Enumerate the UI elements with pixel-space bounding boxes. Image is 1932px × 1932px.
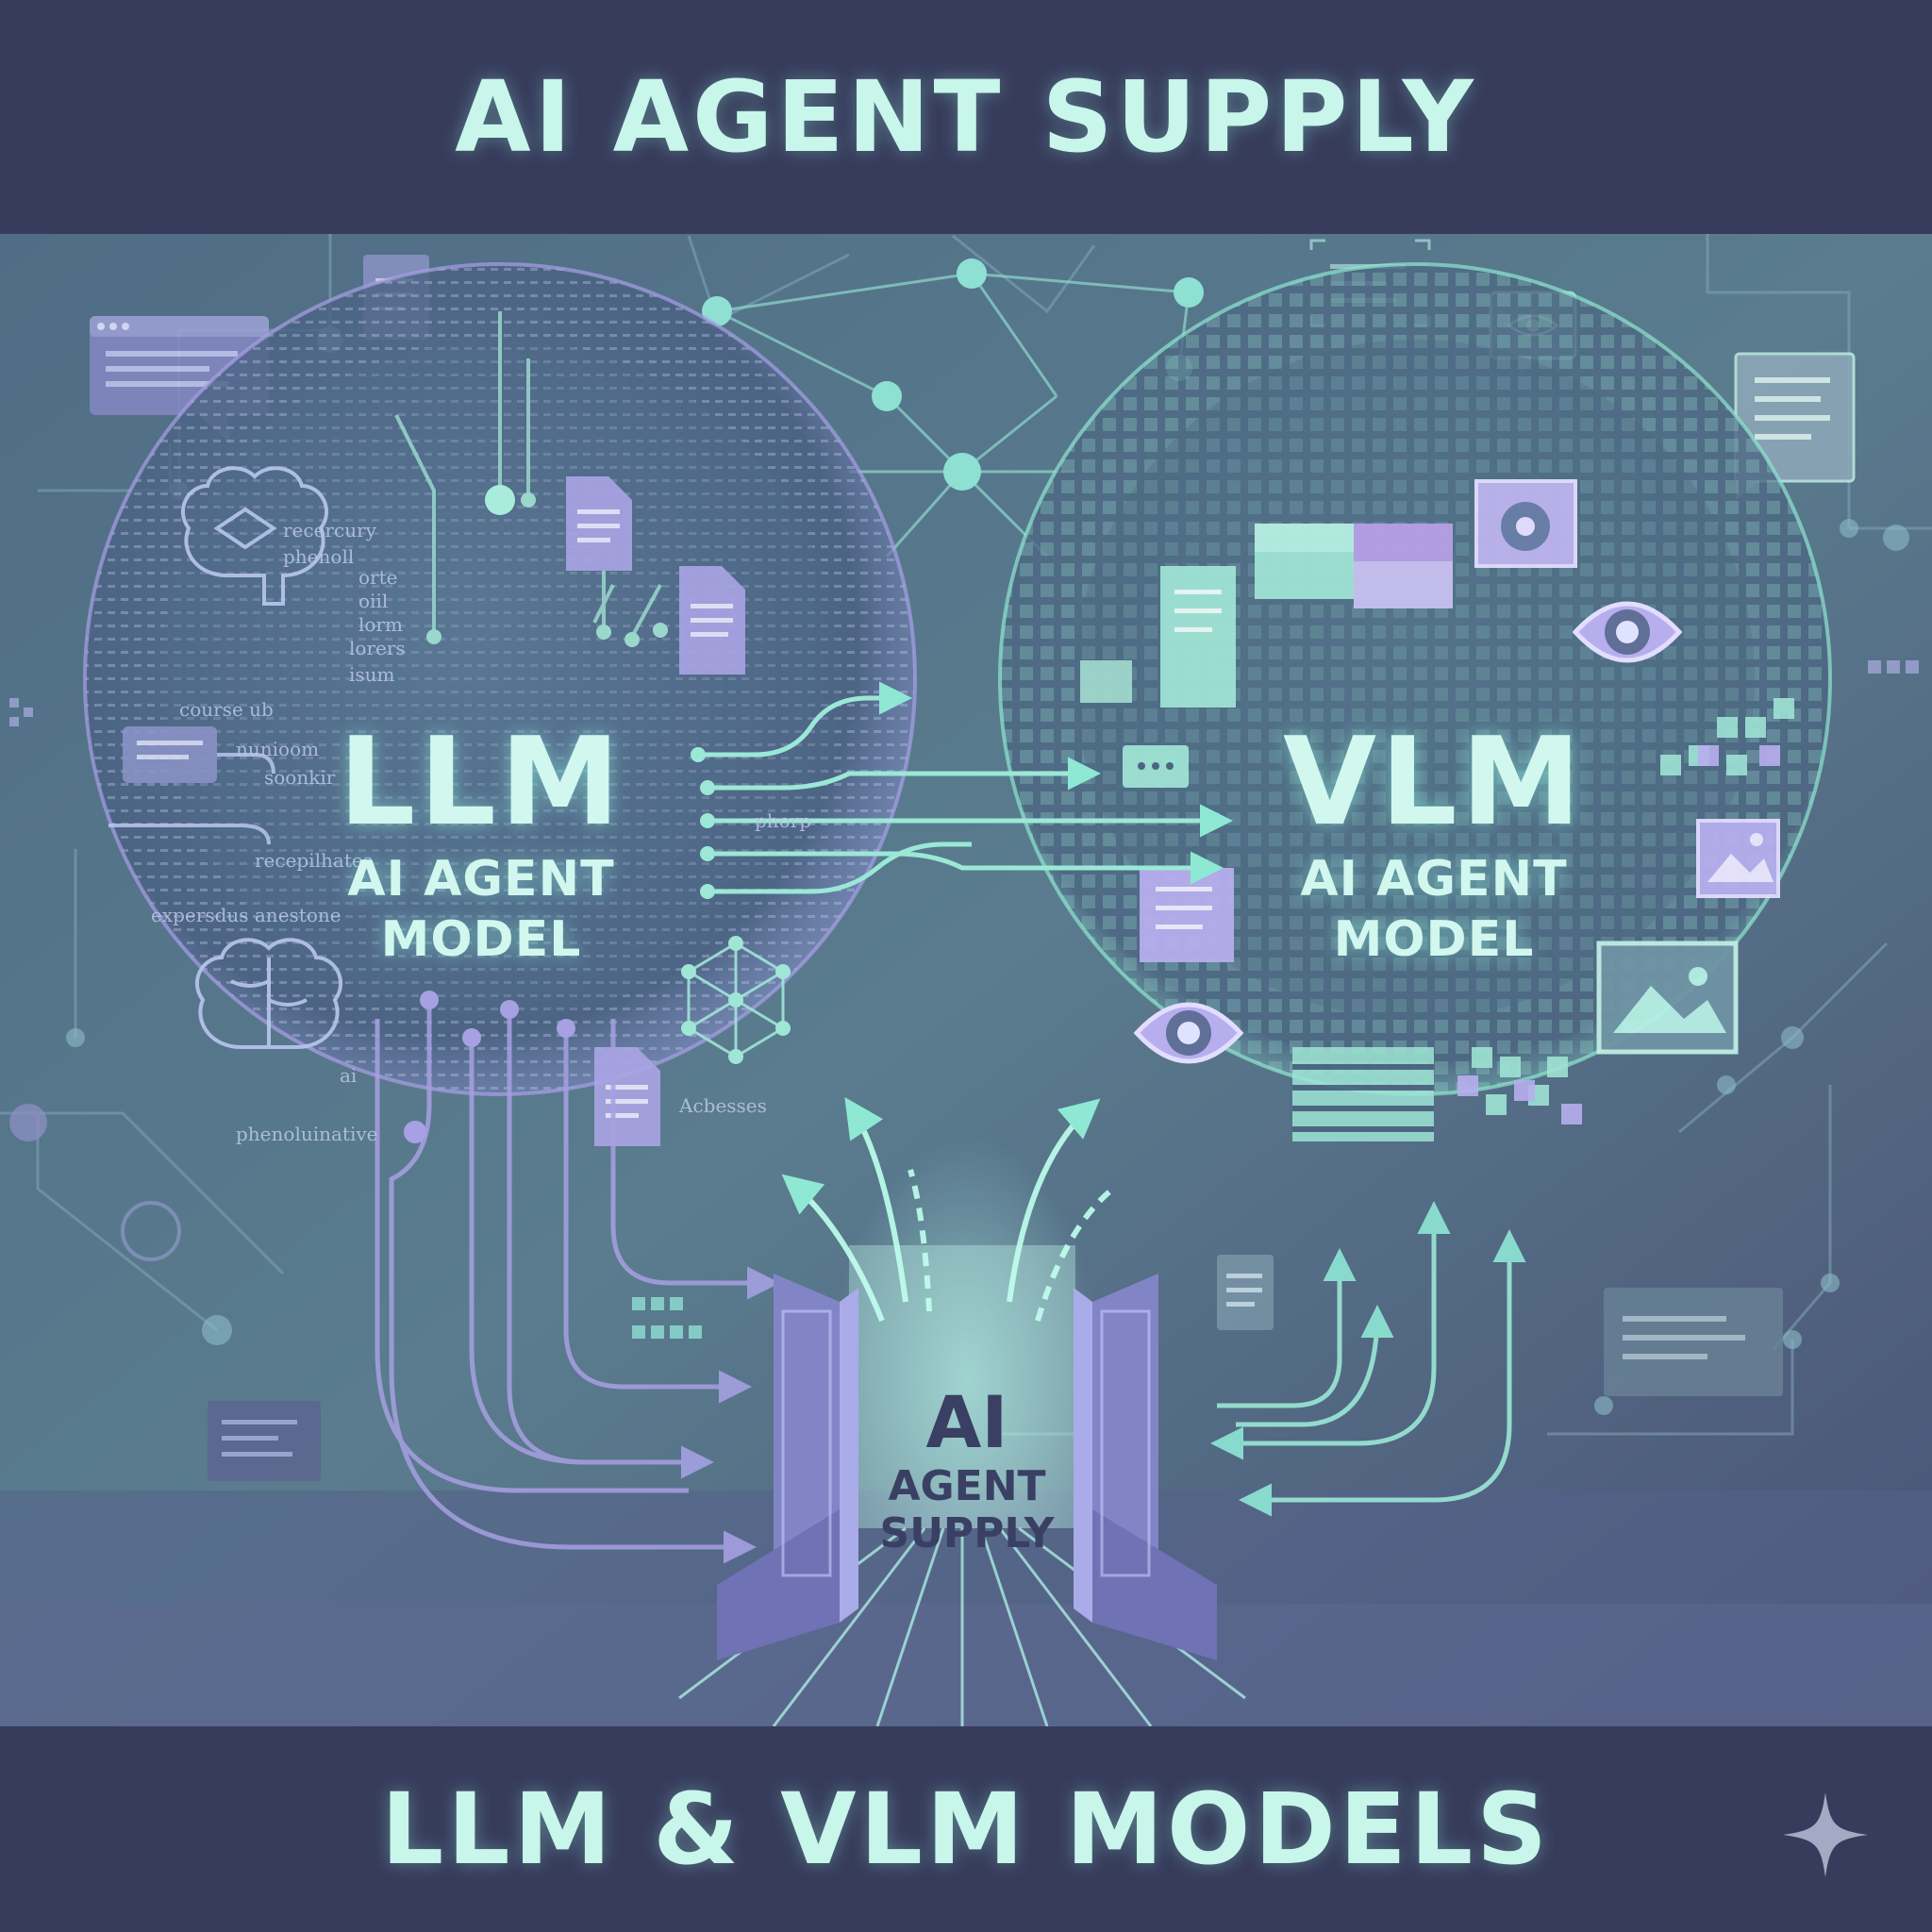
llm-model-label: LLM AI AGENT MODEL — [302, 717, 660, 970]
llm-text-snippet: recercury — [283, 519, 376, 541]
llm-text-snippet: expersdus anestone — [151, 904, 341, 926]
llm-text-snippet: course ub — [179, 698, 274, 721]
header-title: AI AGENT SUPPLY — [455, 59, 1477, 175]
sparkle-icon — [1783, 1792, 1868, 1877]
llm-text-snippet: phorp — [755, 809, 812, 832]
vlm-subtitle-line1: AI AGENT — [1300, 851, 1568, 908]
llm-text-snippet: lorers — [349, 637, 406, 659]
llm-subtitle-line1: AI AGENT — [347, 851, 615, 908]
llm-text-snippet: recepilhates — [255, 849, 373, 872]
vlm-subtitle-line2: MODEL — [1333, 911, 1535, 968]
vlm-title: VLM — [1283, 712, 1585, 853]
llm-text-snippet: orte — [358, 566, 398, 589]
llm-text-snippet: lorm — [358, 613, 403, 636]
llm-text-snippet: ai — [340, 1064, 358, 1087]
footer-title: LLM & VLM MODELS — [380, 1772, 1552, 1887]
llm-subtitle-line2: MODEL — [380, 911, 582, 968]
llm-title: LLM — [338, 712, 625, 853]
vlm-model-label: VLM AI AGENT MODEL — [1236, 717, 1632, 970]
llm-text-snippet: phenoll — [283, 545, 355, 568]
llm-text-snippet: isum — [349, 663, 395, 686]
gate-label-line3: SUPPLY — [879, 1509, 1055, 1557]
llm-text-snippet: Acbesses — [679, 1094, 767, 1117]
llm-text-snippet: phenoluinative — [236, 1123, 378, 1145]
llm-text-snippet: oiil — [358, 590, 389, 612]
header-banner: AI AGENT SUPPLY — [0, 0, 1932, 234]
gate-label: AI AGENT SUPPLY — [830, 1382, 1104, 1557]
llm-text-snippet: nunioom — [236, 738, 320, 760]
llm-text-snippet: soonkir — [264, 766, 336, 789]
footer-banner: LLM & VLM MODELS — [0, 1726, 1932, 1932]
gate-label-line2: AGENT — [888, 1462, 1046, 1510]
gate-label-line1: AI — [925, 1380, 1008, 1464]
